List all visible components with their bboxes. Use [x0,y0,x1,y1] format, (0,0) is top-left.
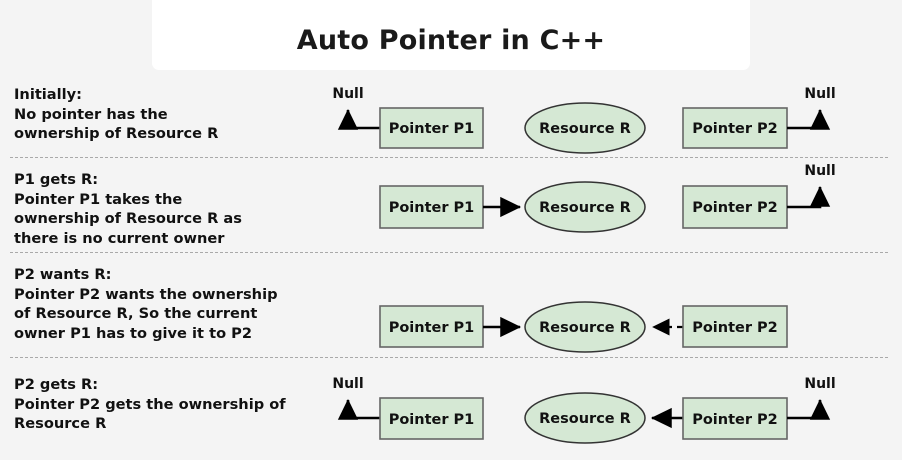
node-pointer-p1 [379,185,484,229]
row-caption: P2 gets R: Pointer P2 gets the ownership… [14,376,286,432]
diagram-row-p2-gets-r: P2 gets R: Pointer P2 gets the ownership… [0,358,902,460]
diagram-row-initially: Initially: No pointer has the ownership … [0,78,902,158]
row-caption: P1 gets R: Pointer P1 takes the ownershi… [14,171,242,247]
p1-null-arrow [337,108,380,130]
node-pointer-p2-label: Pointer P2 [692,200,778,216]
node-pointer-p1-label: Pointer P1 [389,320,475,336]
p2-null-arrow [787,398,831,420]
p2-null-arrow [787,108,831,130]
p2-null-arrow [787,185,831,209]
node-resource-r [524,181,646,233]
diagram-row-p2-wants-r: P2 wants R: Pointer P2 wants the ownersh… [0,253,902,358]
diagram-row-p1-gets-r: P1 gets R: Pointer P1 takes the ownershi… [0,158,902,253]
diagram-p1-gets-r: Pointer P1 Resource R Pointer P2 Null [379,163,836,233]
row-separator [10,157,888,158]
node-resource-r-label: Resource R [539,411,631,427]
node-pointer-p1-label: Pointer P1 [389,200,475,216]
node-pointer-p2 [682,397,788,440]
node-pointer-p2-label: Pointer P2 [692,412,778,428]
node-pointer-p1-label: Pointer P1 [389,412,475,428]
node-pointer-p1 [379,107,484,149]
row-caption: Initially: No pointer has the ownership … [14,86,219,142]
node-resource-r [524,102,646,154]
row-separator [10,357,888,358]
title-card: Auto Pointer in C++ [152,0,750,70]
p2-null-label: Null [804,376,835,392]
node-pointer-p1-label: Pointer P1 [389,121,475,137]
page-title: Auto Pointer in C++ [296,25,606,56]
p1-null-label: Null [332,86,363,102]
diagram-p2-wants-r: Pointer P1 Resource R Pointer P2 [379,301,788,353]
p1-null-label: Null [332,376,363,392]
p1-null-arrow [337,398,380,420]
node-resource-r-label: Resource R [539,200,631,216]
node-resource-r-label: Resource R [539,121,631,137]
node-pointer-p2-label: Pointer P2 [692,121,778,137]
node-resource-r [524,301,646,353]
diagram-p2-gets-r: Null Pointer P1 Resource R Pointer P2 Nu… [332,376,836,444]
row-caption: P2 wants R: Pointer P2 wants the ownersh… [14,266,278,342]
node-pointer-p2 [682,107,788,149]
row-separator [10,252,888,253]
p2-null-label: Null [804,163,835,179]
node-pointer-p2 [682,305,788,348]
node-pointer-p1 [379,397,484,440]
node-resource-r [524,392,646,444]
node-pointer-p2-label: Pointer P2 [692,320,778,336]
node-resource-r-label: Resource R [539,320,631,336]
p2-null-label: Null [804,86,835,102]
diagram-initially: Null Pointer P1 Resource R Pointer P2 Nu… [332,86,836,154]
